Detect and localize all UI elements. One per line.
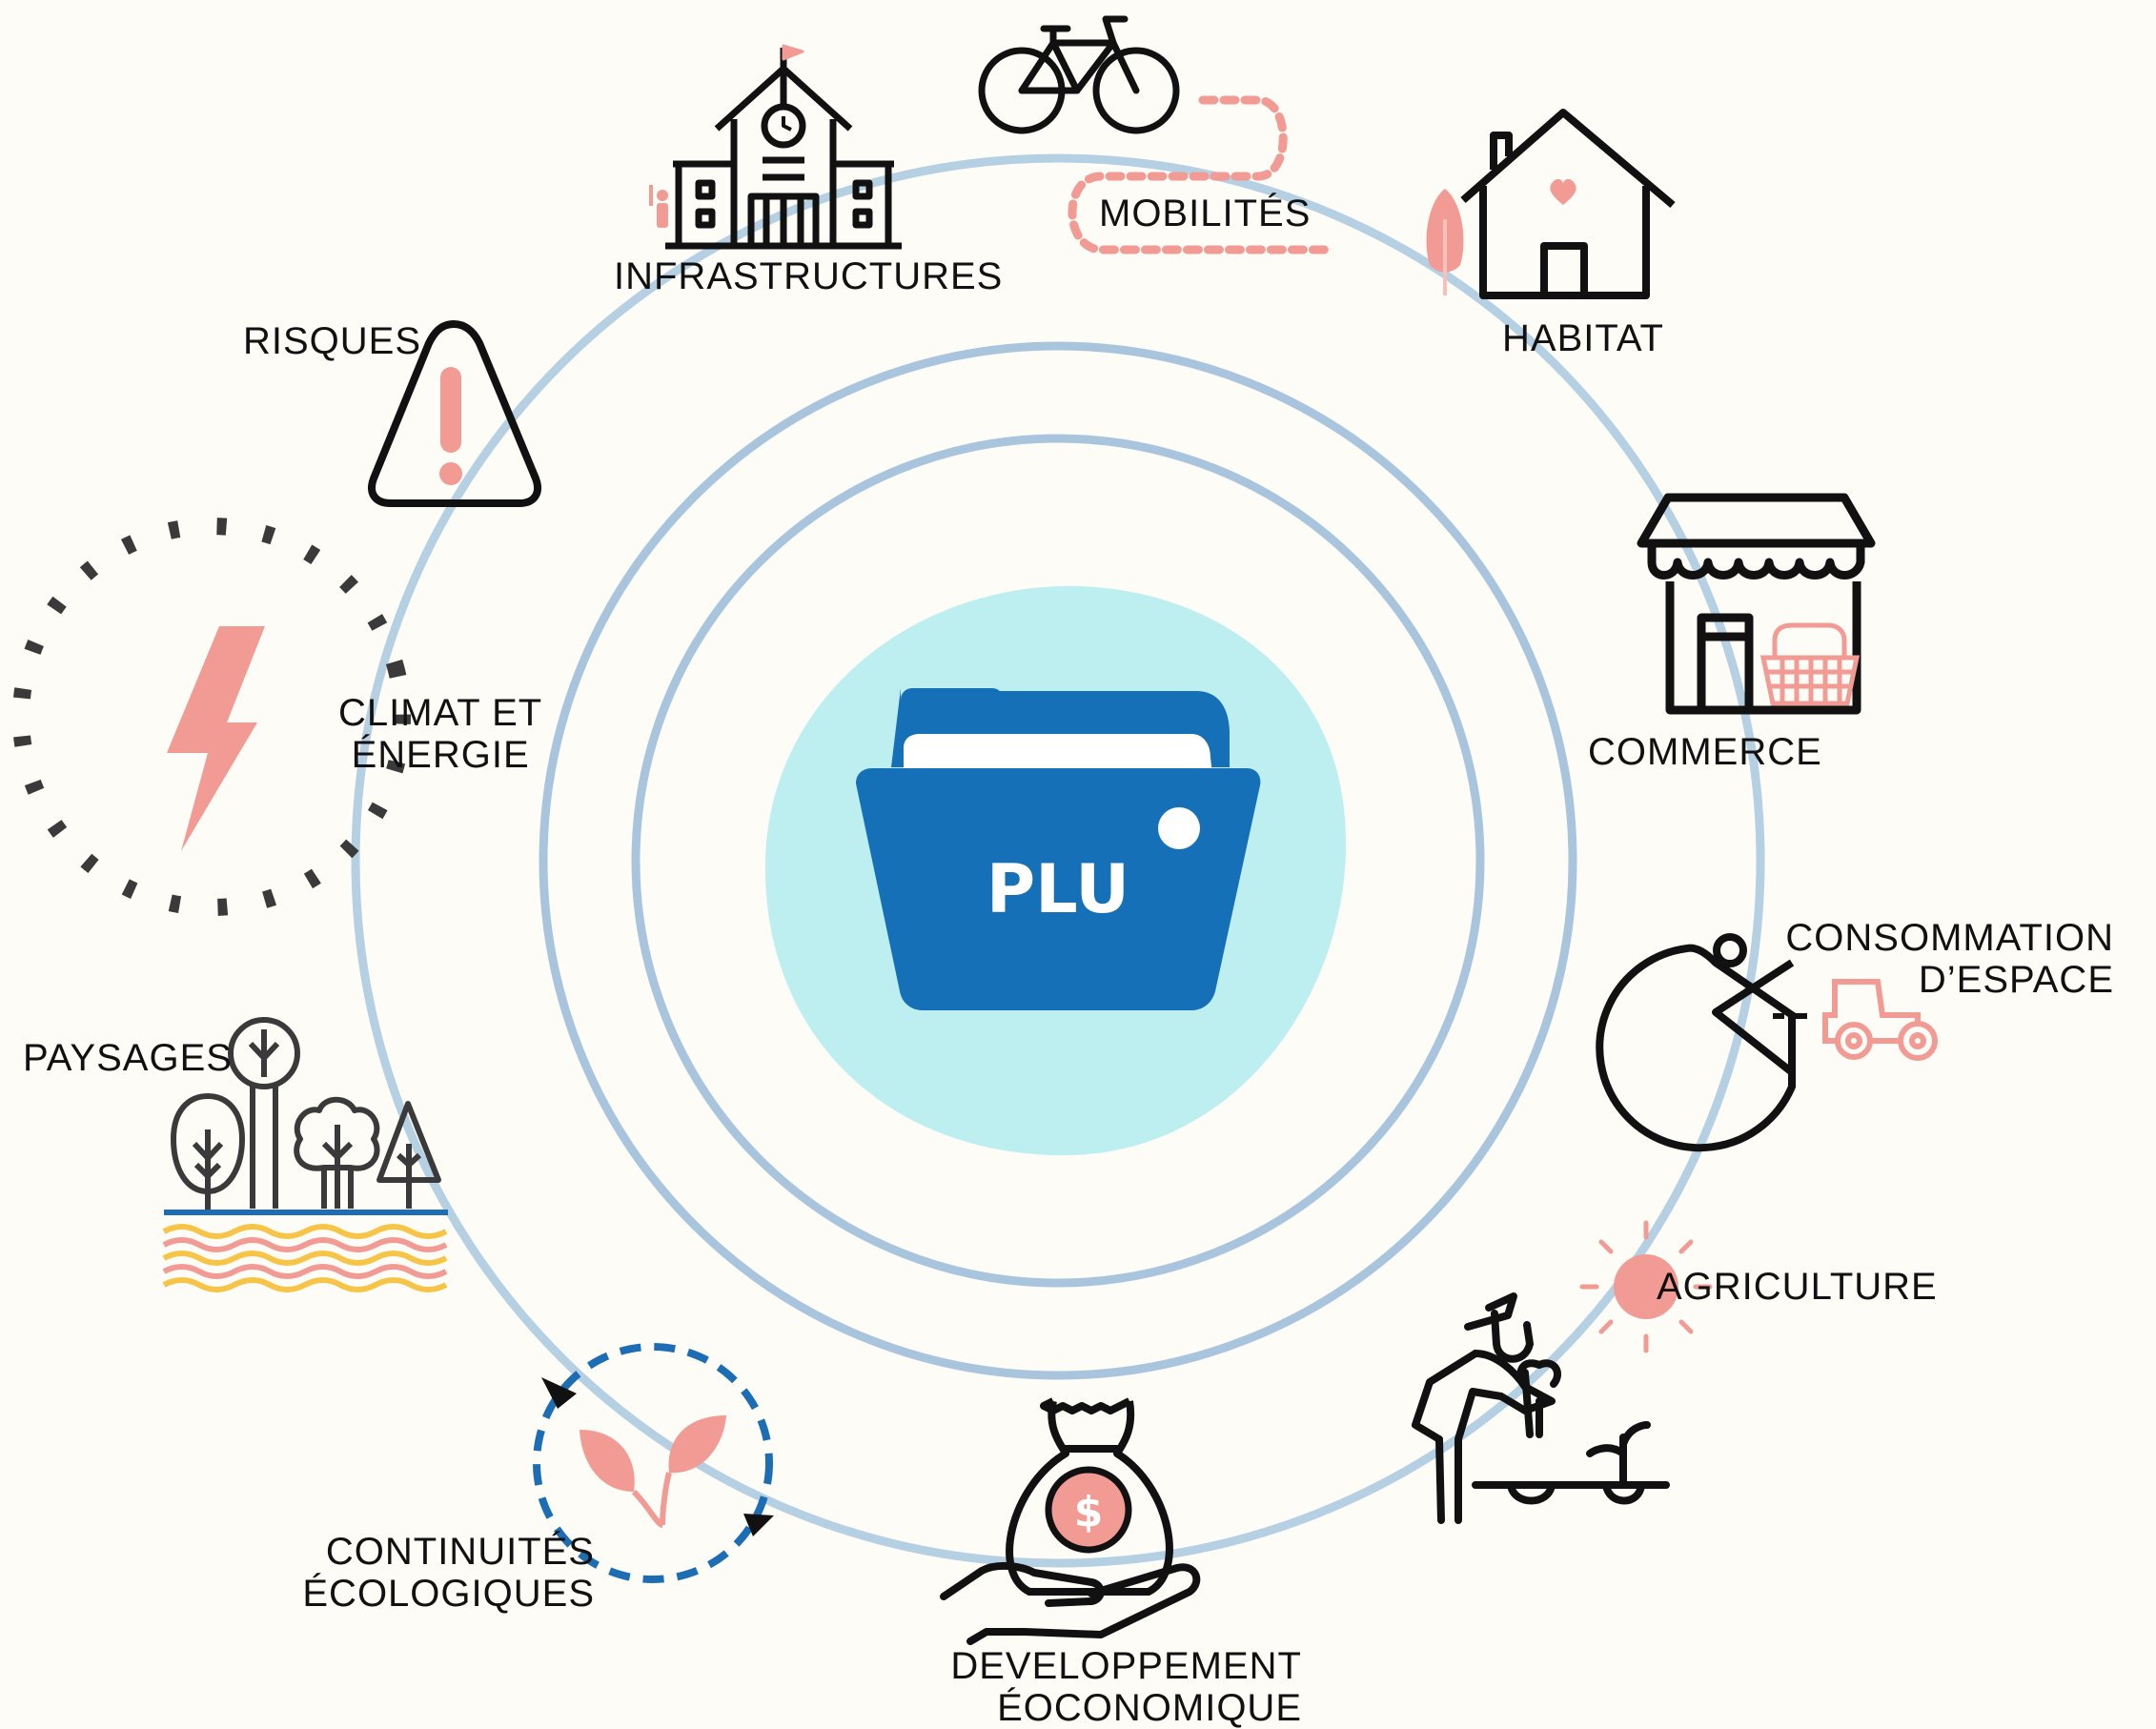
school-building-icon xyxy=(665,44,902,250)
shop-icon xyxy=(1637,493,1876,715)
inner-ring xyxy=(631,434,1485,1288)
text-developpement-line2: ÉOCONOMIQUE xyxy=(997,1687,1302,1729)
waves-icon xyxy=(162,1224,448,1292)
lightning-icon xyxy=(12,518,411,916)
label-climat-energie: CLIMAT ET ÉNERGIE xyxy=(338,692,542,776)
text-continuites-line2: ÉCOLOGIQUES xyxy=(302,1573,595,1615)
text-continuites-line1: CONTINUITÉS xyxy=(325,1531,595,1573)
label-agriculture: AGRICULTURE xyxy=(1657,1266,1938,1308)
text-developpement-line1: DEVELOPPEMENT xyxy=(950,1645,1302,1687)
pacman-icon xyxy=(1596,933,1807,1152)
text-paysages: PAYSAGES xyxy=(23,1037,233,1079)
label-continuites-ecologiques: CONTINUITÉS ÉCOLOGIQUES xyxy=(302,1531,595,1615)
house-icon xyxy=(1460,109,1676,299)
warning-icon xyxy=(368,320,541,507)
trees-icon xyxy=(171,1017,441,1210)
heart-icon xyxy=(1550,178,1576,205)
hand-icon xyxy=(940,1562,1201,1645)
person-icon xyxy=(649,185,668,228)
sun-icon xyxy=(1579,1220,1713,1353)
label-risques: RISQUES xyxy=(243,320,421,362)
label-infrastructures: INFRASTRUCTURES xyxy=(614,255,1003,297)
text-risques: RISQUES xyxy=(243,320,422,362)
label-commerce: COMMERCE xyxy=(1588,731,1822,773)
basket-icon xyxy=(1759,622,1861,706)
ecological-icon xyxy=(533,1343,774,1583)
center-label: PLU xyxy=(986,850,1129,928)
text-commerce: COMMERCE xyxy=(1588,731,1822,773)
outer-ring xyxy=(351,153,1765,1568)
label-paysages: PAYSAGES xyxy=(23,1037,233,1079)
label-habitat: HABITAT xyxy=(1502,317,1664,359)
text-mobilites: MOBILITÉS xyxy=(1099,193,1312,234)
middle-ring xyxy=(539,341,1577,1380)
text-climat-line1: CLIMAT ET xyxy=(338,692,543,734)
farmer-icon xyxy=(1412,1292,1670,1524)
text-climat-line2: ÉNERGIE xyxy=(351,734,530,776)
text-consommation-line2: D’ESPACE xyxy=(1918,959,2114,1001)
label-consommation-espace: CONSOMMATION D’ESPACE xyxy=(1785,917,2114,1001)
label-mobilites: MOBILITÉS xyxy=(1099,193,1311,234)
text-agriculture: AGRICULTURE xyxy=(1657,1266,1938,1308)
text-infrastructures: INFRASTRUCTURES xyxy=(614,255,1004,297)
dollar-sign: $ xyxy=(1074,1488,1104,1536)
tractor-icon xyxy=(1822,979,1938,1061)
tree-small-icon xyxy=(1426,189,1464,295)
label-developpement-economique: DEVELOPPEMENT ÉOCONOMIQUE xyxy=(950,1645,1302,1729)
text-habitat: HABITAT xyxy=(1502,317,1664,359)
coin-icon xyxy=(1045,1466,1132,1554)
bicycle-icon xyxy=(978,15,1180,134)
text-consommation-line1: CONSOMMATION xyxy=(1785,917,2114,959)
route-dashed-line xyxy=(1068,95,1330,254)
folder-icon xyxy=(856,688,1261,1010)
